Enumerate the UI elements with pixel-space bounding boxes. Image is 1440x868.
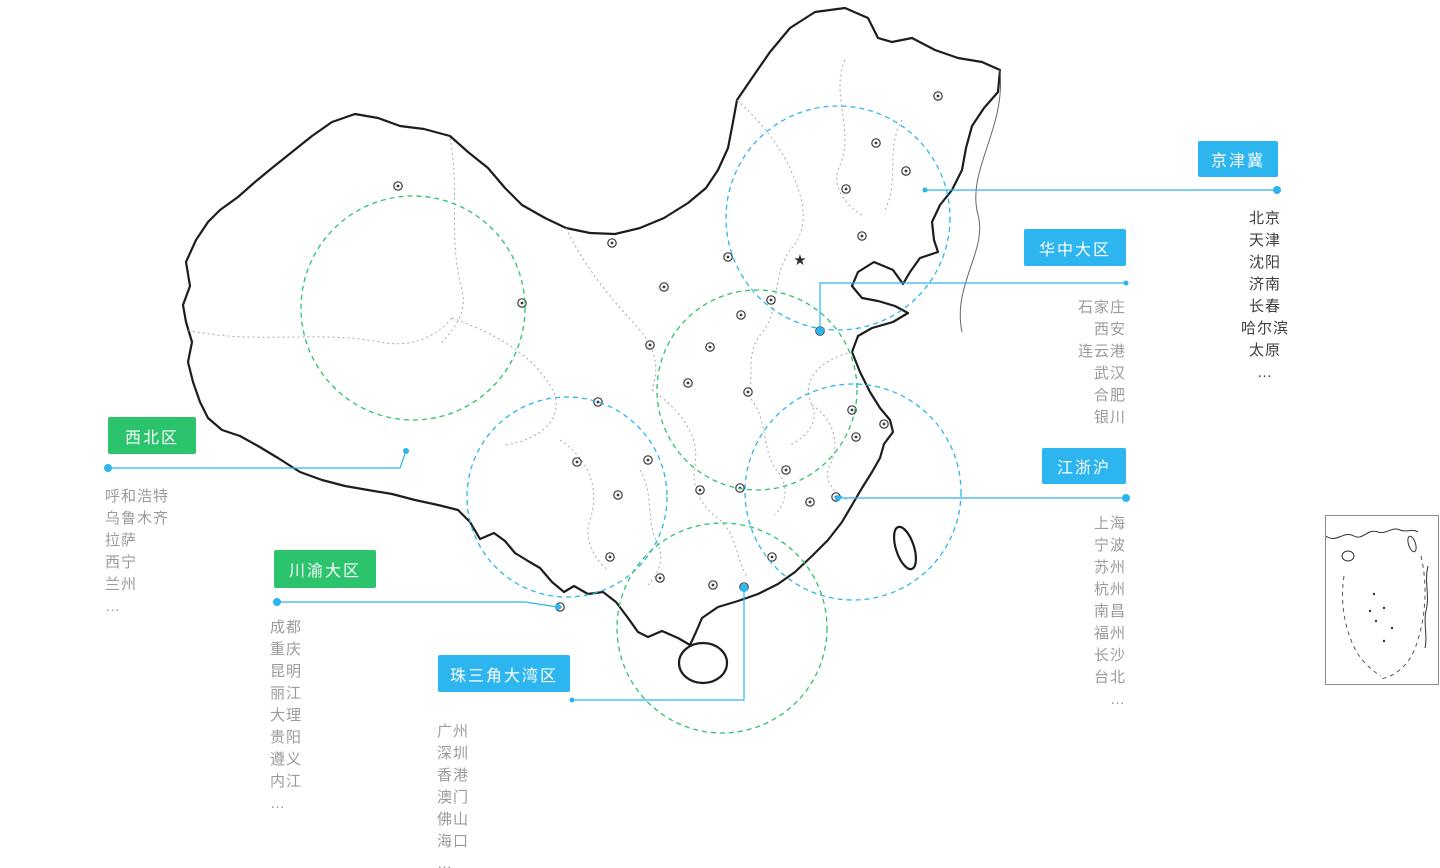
city-item: … <box>105 598 121 615</box>
city-item: … <box>270 795 286 812</box>
city-item: … <box>437 855 453 868</box>
city-item: 深圳 <box>437 745 470 762</box>
inset-taiwan <box>1407 535 1417 553</box>
city-item: 武汉 <box>1093 365 1126 382</box>
inset-canvas <box>1325 528 1429 680</box>
city-list-huazhong: 石家庄西安连云港武汉合肥银川 <box>1026 297 1126 429</box>
city-item: 西宁 <box>105 554 138 571</box>
city-item: 连云港 <box>1077 343 1126 360</box>
connector-huazhong <box>819 282 1126 331</box>
city-item: 长春 <box>1248 298 1281 315</box>
city-list-zhusanjiao: 广州深圳香港澳门佛山海口 … <box>437 721 469 868</box>
city-item: 丽江 <box>270 685 303 702</box>
city-item: … <box>1257 364 1273 381</box>
city-item: 天津 <box>1248 232 1281 249</box>
city-item: 杭州 <box>1093 581 1126 598</box>
region-circle-jingjinji <box>725 105 951 331</box>
city-item: 沈阳 <box>1248 254 1281 271</box>
city-item: 北京 <box>1248 210 1281 227</box>
city-list-jingjinji: 北京天津沈阳济南长春哈尔滨太原 … <box>1218 208 1312 384</box>
connector-chuanyu <box>277 601 559 608</box>
city-item: 大理 <box>270 707 303 724</box>
china-outline <box>181 6 1002 685</box>
region-circle-pearl <box>616 522 828 734</box>
region-label-jingjinji[interactable]: 京津冀 <box>1198 141 1278 177</box>
region-label-chuanyu[interactable]: 川渝大区 <box>274 550 376 588</box>
city-item: 乌鲁木齐 <box>105 510 170 527</box>
city-item: 拉萨 <box>105 532 138 549</box>
city-item: 台北 <box>1093 669 1126 686</box>
city-item: 佛山 <box>437 811 470 828</box>
city-item: 香港 <box>437 767 470 784</box>
hainan-island <box>677 641 729 685</box>
city-item: 内江 <box>270 773 303 790</box>
city-item: 苏州 <box>1093 559 1126 576</box>
province-borders <box>187 59 903 586</box>
region-label-zhusanjiao[interactable]: 珠三角大湾区 <box>438 655 570 692</box>
region-circle-chuanyu <box>466 396 668 598</box>
city-item: 长沙 <box>1093 647 1126 664</box>
city-item: 广州 <box>437 723 470 740</box>
city-item: 贵阳 <box>270 729 303 746</box>
region-circle-northwest <box>300 195 526 421</box>
city-item: 澳门 <box>437 789 470 806</box>
city-list-chuanyu: 成都重庆昆明丽江大理贵阳遵义内江 … <box>270 617 302 815</box>
city-item: 合肥 <box>1093 387 1126 404</box>
city-item: 哈尔滨 <box>1240 320 1289 337</box>
inset-islands-east <box>1424 565 1429 649</box>
region-label-xibei[interactable]: 西北区 <box>108 417 196 454</box>
city-item: 宁波 <box>1093 537 1126 554</box>
region-circle-jiangzhehu <box>744 383 962 601</box>
taiwan-island <box>892 525 918 571</box>
city-list-xibei: 呼和浩特乌鲁木齐拉萨西宁兰州 … <box>105 486 169 618</box>
city-item: 呼和浩特 <box>105 488 170 505</box>
inset-dash-line-right <box>1380 555 1426 680</box>
region-circles <box>300 105 962 734</box>
city-item: 西安 <box>1093 321 1126 338</box>
city-item: … <box>1110 691 1126 708</box>
city-item: 石家庄 <box>1077 299 1126 316</box>
city-item: 银川 <box>1093 409 1126 426</box>
city-item: 兰州 <box>105 576 138 593</box>
beijing-star-marker: ★ <box>793 252 806 269</box>
inset-hainan <box>1341 550 1355 562</box>
city-list-jiangzhehu: 上海宁波苏州杭州南昌福州长沙台北 … <box>1026 513 1126 711</box>
connector-xibei <box>108 450 407 469</box>
city-item: 上海 <box>1093 515 1126 532</box>
city-item: 昆明 <box>270 663 303 680</box>
city-item: 南昌 <box>1093 603 1126 620</box>
city-item: 遵义 <box>270 751 303 768</box>
city-item: 海口 <box>437 833 470 850</box>
city-item: 重庆 <box>270 641 303 658</box>
inset-dash-line-left <box>1342 575 1382 677</box>
south-china-sea-inset <box>1325 515 1439 685</box>
river-line <box>959 69 1002 333</box>
region-label-jiangzhehu[interactable]: 江浙沪 <box>1042 448 1126 484</box>
city-item: 太原 <box>1248 342 1281 359</box>
city-item: 成都 <box>270 619 303 636</box>
region-circle-central <box>656 289 858 491</box>
city-markers: ★ <box>393 91 943 612</box>
connector-zhusanjiao <box>572 588 745 701</box>
region-label-huazhong[interactable]: 华中大区 <box>1024 229 1126 266</box>
connectors <box>104 186 1281 703</box>
city-item: 济南 <box>1248 276 1281 293</box>
city-item: 福州 <box>1093 625 1126 642</box>
inset-island-dots <box>1368 592 1394 643</box>
